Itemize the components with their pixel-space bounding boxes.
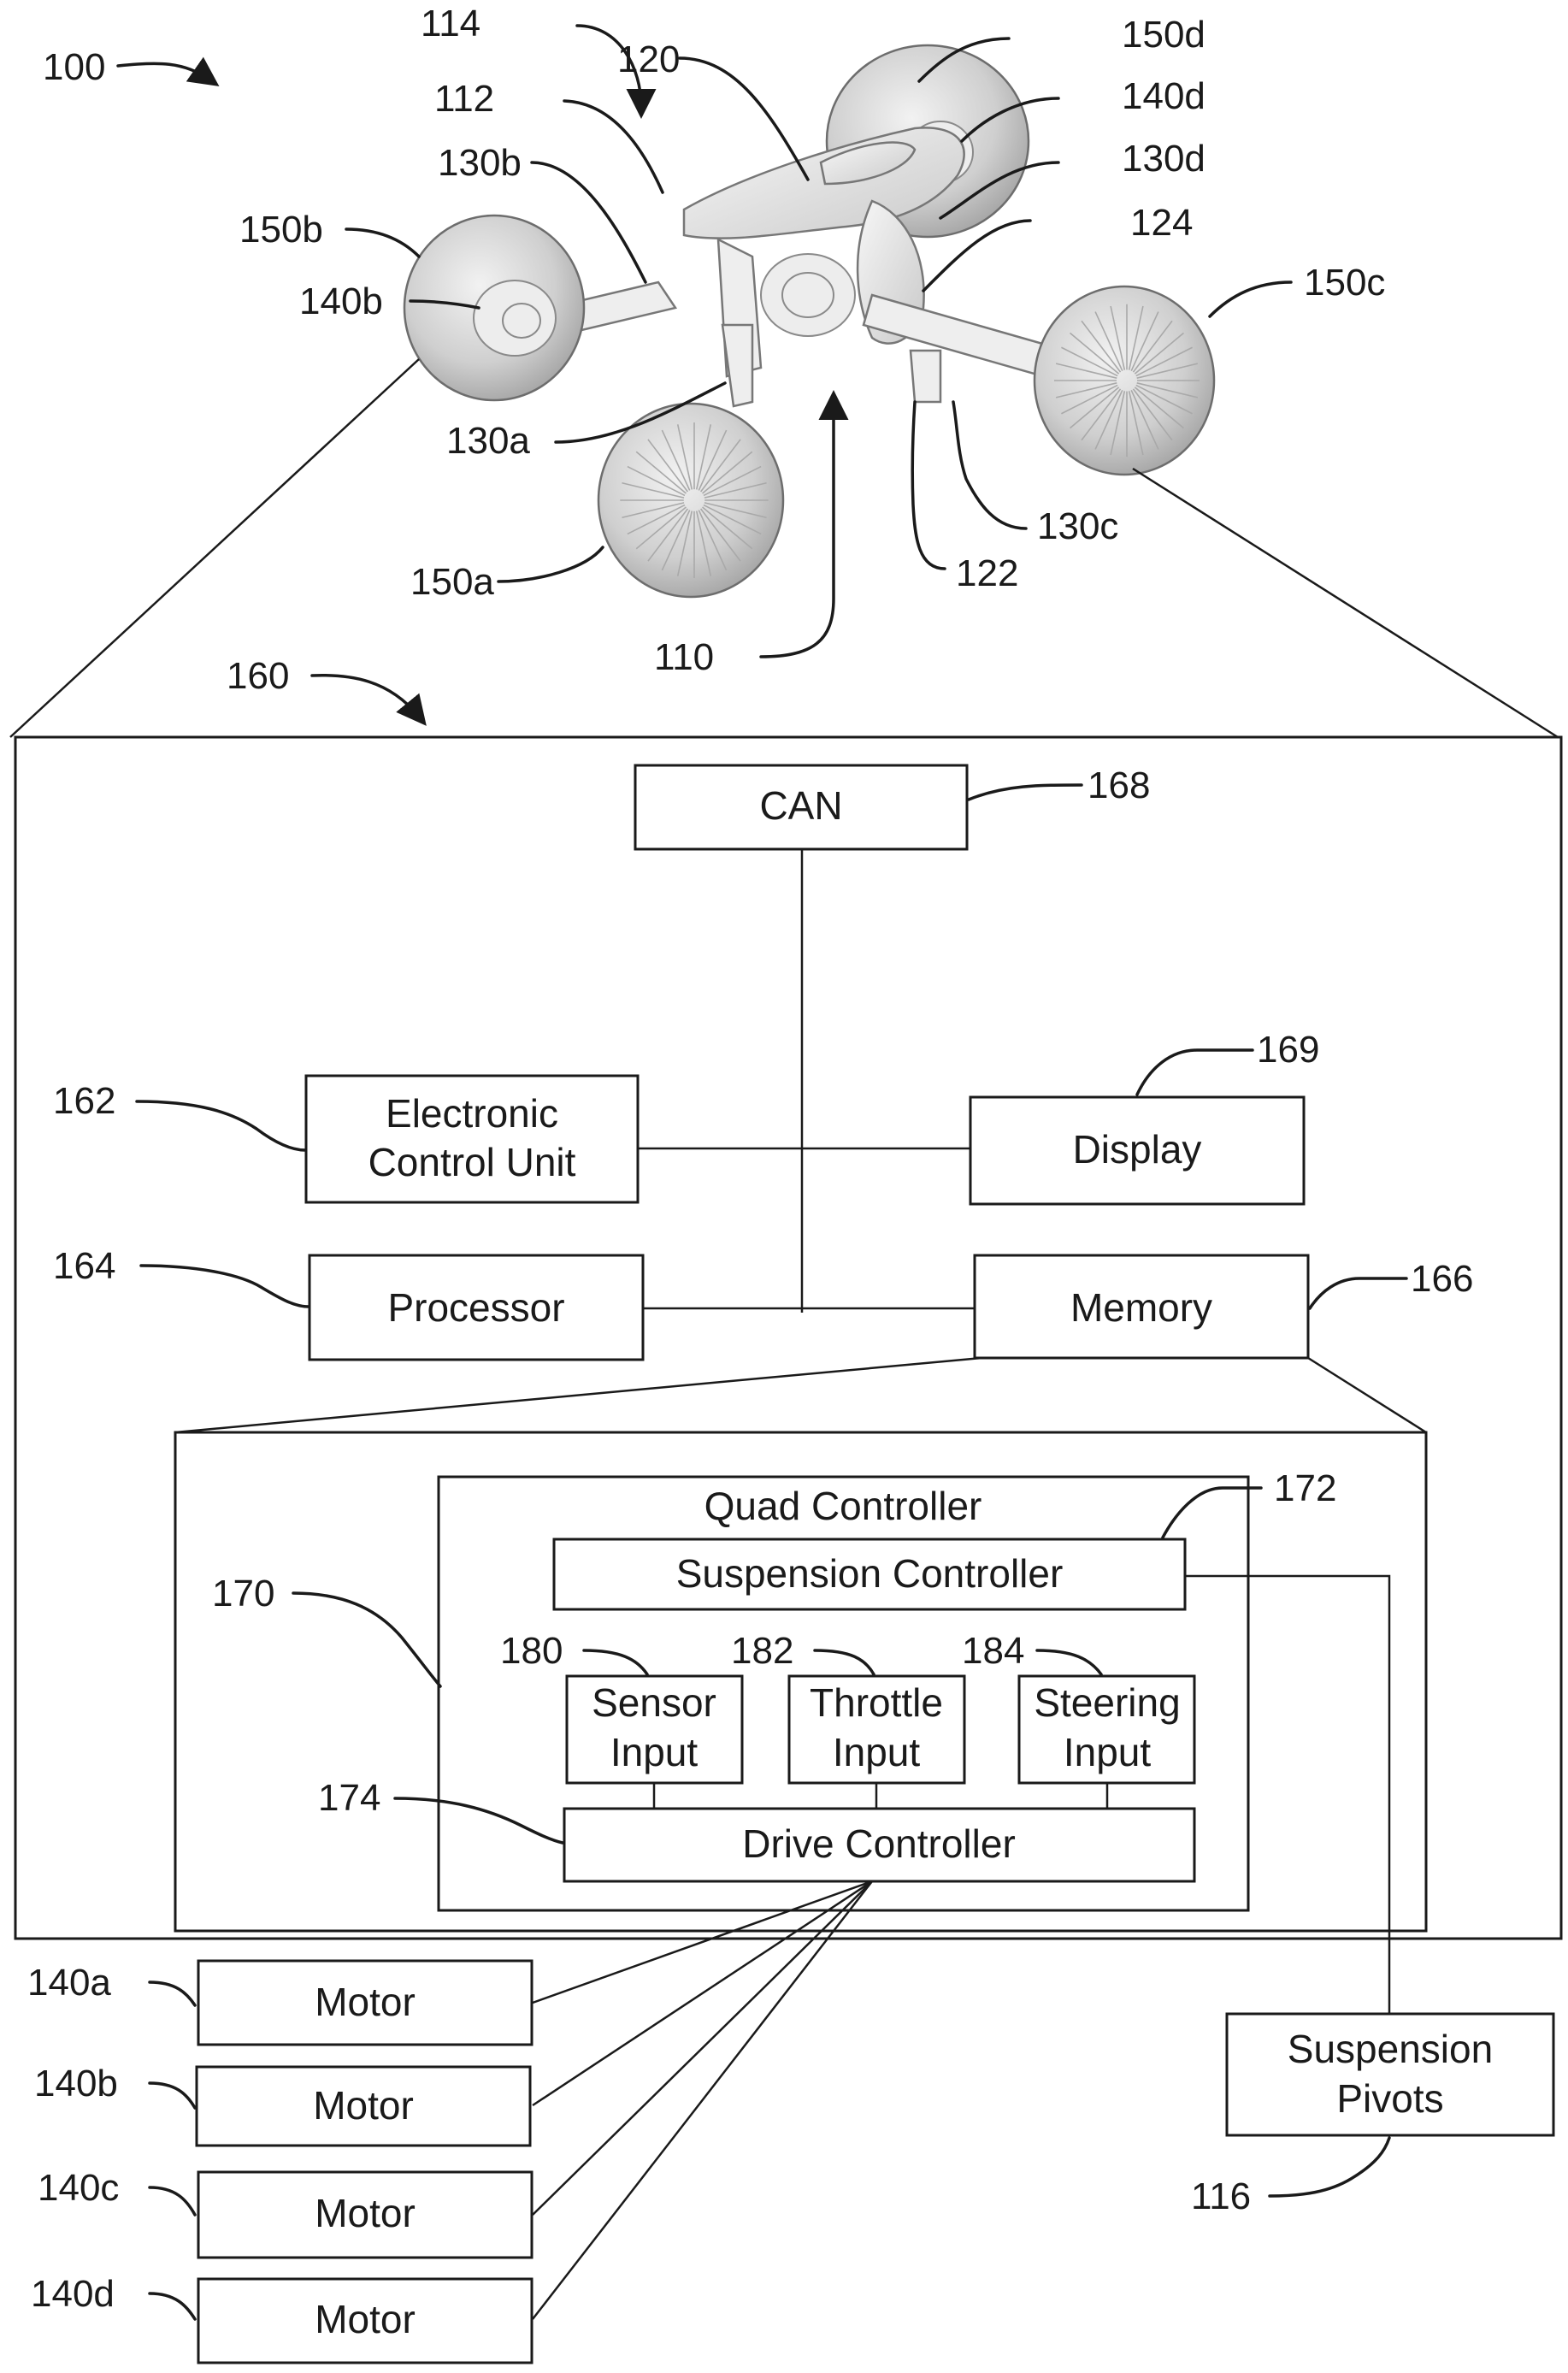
suspension-pivots-line2: Pivots xyxy=(1336,2076,1443,2121)
can-label: CAN xyxy=(759,783,842,828)
bus-wires xyxy=(637,849,975,1313)
ref-162: 162 xyxy=(53,1080,115,1122)
ref-164: 164 xyxy=(53,1245,115,1287)
strut-130c xyxy=(911,351,940,402)
sensor-input-block: Sensor Input 180 xyxy=(500,1630,742,1809)
suspension-pivots-line1: Suspension xyxy=(1288,2027,1493,2071)
motor-140d: Motor 140d xyxy=(31,2273,532,2363)
ref-114: 114 xyxy=(421,3,480,44)
ref-124: 124 xyxy=(1130,202,1193,244)
processor-block: Processor 164 xyxy=(53,1245,643,1360)
projection-lines xyxy=(10,359,1558,1432)
ref-174: 174 xyxy=(318,1777,380,1819)
memory-block: Memory 166 xyxy=(975,1255,1473,1358)
can-block: CAN 168 xyxy=(635,764,1150,849)
ref-168: 168 xyxy=(1088,764,1150,806)
ref-150c: 150c xyxy=(1304,262,1385,304)
motor-140c: Motor 140c xyxy=(38,2167,532,2258)
ref-112: 112 xyxy=(434,78,494,120)
ecu-block: Electronic Control Unit 162 xyxy=(53,1076,638,1202)
ref-130a: 130a xyxy=(446,420,530,462)
wheel-150a xyxy=(598,404,783,597)
ref-182: 182 xyxy=(731,1630,793,1672)
ref-150d: 150d xyxy=(1122,14,1205,56)
motor-label: Motor xyxy=(315,1980,416,2024)
motor-140a: Motor 140a xyxy=(27,1961,532,2045)
display-block: Display 169 xyxy=(970,1029,1319,1204)
motor-label: Motor xyxy=(315,2297,416,2341)
quad-controller-label: Quad Controller xyxy=(704,1484,982,1528)
ref-130d: 130d xyxy=(1122,138,1205,180)
ref-130c: 130c xyxy=(1037,505,1118,547)
memory-label: Memory xyxy=(1070,1285,1212,1330)
ref-170: 170 xyxy=(212,1573,274,1614)
ref-172: 172 xyxy=(1274,1467,1336,1509)
ecu-label-line2: Control Unit xyxy=(368,1140,576,1184)
drive-controller-label: Drive Controller xyxy=(742,1821,1016,1866)
throttle-input-line1: Throttle xyxy=(810,1680,943,1725)
steering-input-line1: Steering xyxy=(1034,1680,1180,1725)
sensor-input-line1: Sensor xyxy=(592,1680,716,1725)
ref-140d: 140d xyxy=(1122,75,1205,117)
ref-184: 184 xyxy=(962,1630,1024,1672)
processor-label: Processor xyxy=(387,1285,564,1330)
motor-fan-lines xyxy=(533,1881,872,2319)
ref-122: 122 xyxy=(956,552,1018,594)
ref-150b: 150b xyxy=(239,209,323,251)
ref-120: 120 xyxy=(617,38,680,80)
drive-controller-block: Drive Controller 174 xyxy=(318,1777,1194,1881)
ref-160: 160 xyxy=(227,655,289,697)
ref-180: 180 xyxy=(500,1630,563,1672)
suspension-pivots-block: Suspension Pivots 116 xyxy=(1191,2014,1553,2217)
ref-140a: 140a xyxy=(27,1962,111,2004)
ref-140b: 140b xyxy=(299,280,383,322)
strut-130a xyxy=(722,325,752,406)
motor-label: Motor xyxy=(313,2083,414,2128)
suspension-controller-label: Suspension Controller xyxy=(676,1551,1064,1596)
throttle-input-line2: Input xyxy=(833,1730,921,1774)
ref-140d-motor: 140d xyxy=(31,2273,115,2315)
ref-150a: 150a xyxy=(410,561,494,603)
display-label: Display xyxy=(1073,1127,1202,1172)
ref-130b: 130b xyxy=(438,142,522,184)
ref-100: 100 xyxy=(43,46,105,88)
wheel-150b xyxy=(404,215,584,400)
steering-input-block: Steering Input 184 xyxy=(962,1630,1194,1809)
steering-input-line2: Input xyxy=(1064,1730,1152,1774)
motor-label: Motor xyxy=(315,2191,416,2235)
sensor-input-line2: Input xyxy=(610,1730,699,1774)
ecu-label-line1: Electronic xyxy=(386,1091,558,1136)
wheel-150c xyxy=(1035,286,1214,475)
ref-110: 110 xyxy=(654,636,714,678)
ref-140c: 140c xyxy=(38,2167,119,2209)
ref-116: 116 xyxy=(1191,2175,1251,2217)
ref-169: 169 xyxy=(1257,1029,1319,1071)
throttle-input-block: Throttle Input 182 xyxy=(731,1630,964,1809)
ref-166: 166 xyxy=(1411,1258,1473,1300)
motor-140b: Motor 140b xyxy=(34,2063,530,2146)
ref-140b: 140b xyxy=(34,2063,118,2104)
